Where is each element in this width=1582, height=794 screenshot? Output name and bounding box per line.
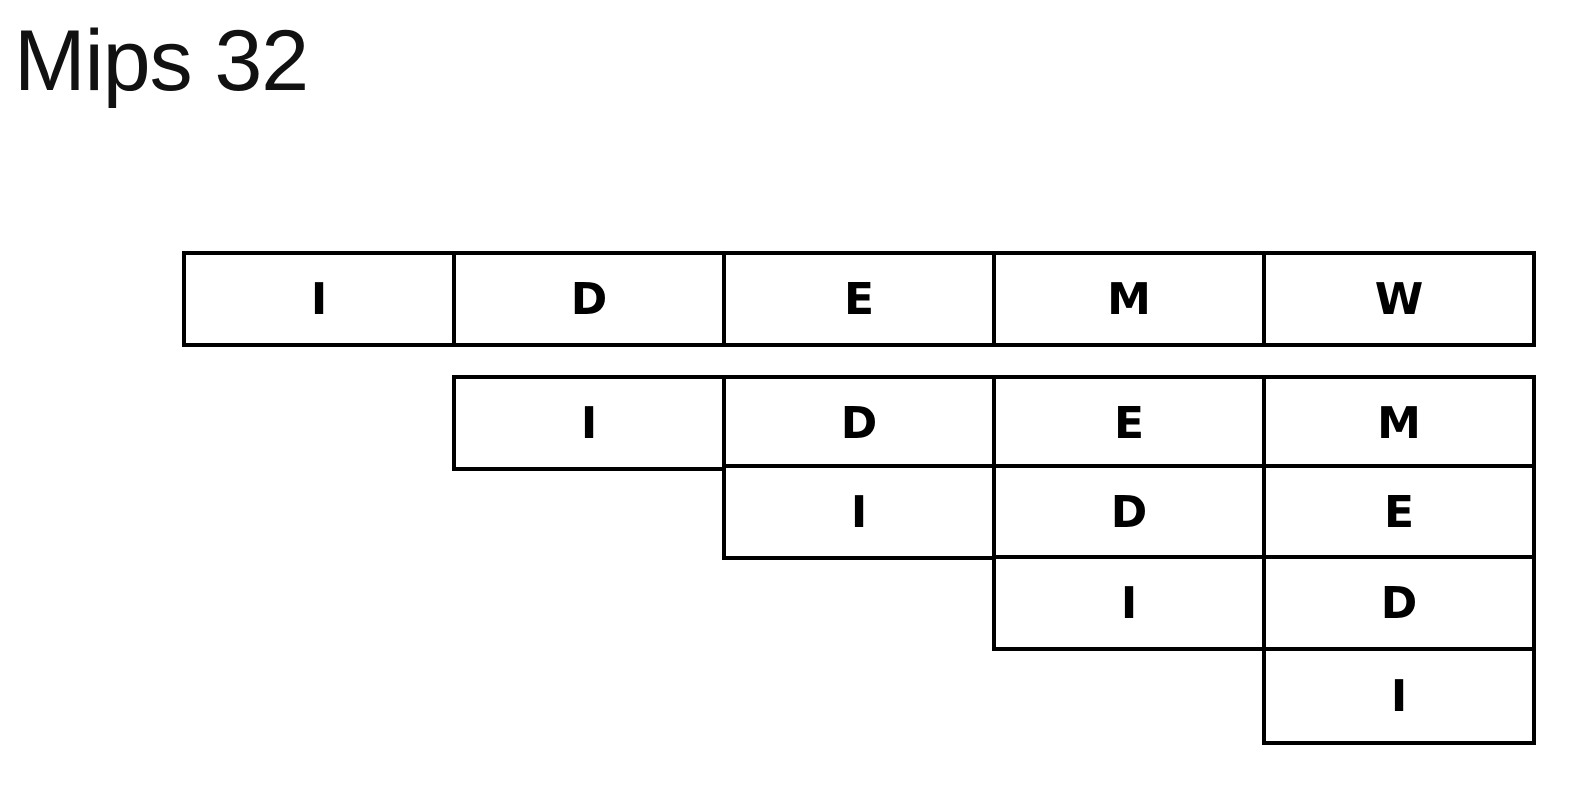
pipeline-cell-e: E (722, 251, 996, 347)
pipeline-cell-d: D (452, 251, 726, 347)
pipeline-cell-i: I (722, 464, 996, 560)
pipeline-cell-d: D (722, 375, 996, 471)
pipeline-cell-w: W (1262, 251, 1536, 347)
pipeline-cell-d: D (1262, 555, 1536, 651)
page-title: Mips 32 (14, 13, 309, 109)
pipeline-cell-i: I (452, 375, 726, 471)
pipeline-cell-m: M (992, 251, 1266, 347)
pipeline-cell-d: D (992, 464, 1266, 560)
pipeline-cell-e: E (992, 375, 1266, 471)
pipeline-cell-m: M (1262, 375, 1536, 471)
pipeline-cell-i: I (182, 251, 456, 347)
pipeline-cell-i: I (1262, 647, 1536, 745)
pipeline-cell-i: I (992, 555, 1266, 651)
pipeline-cell-e: E (1262, 464, 1536, 560)
